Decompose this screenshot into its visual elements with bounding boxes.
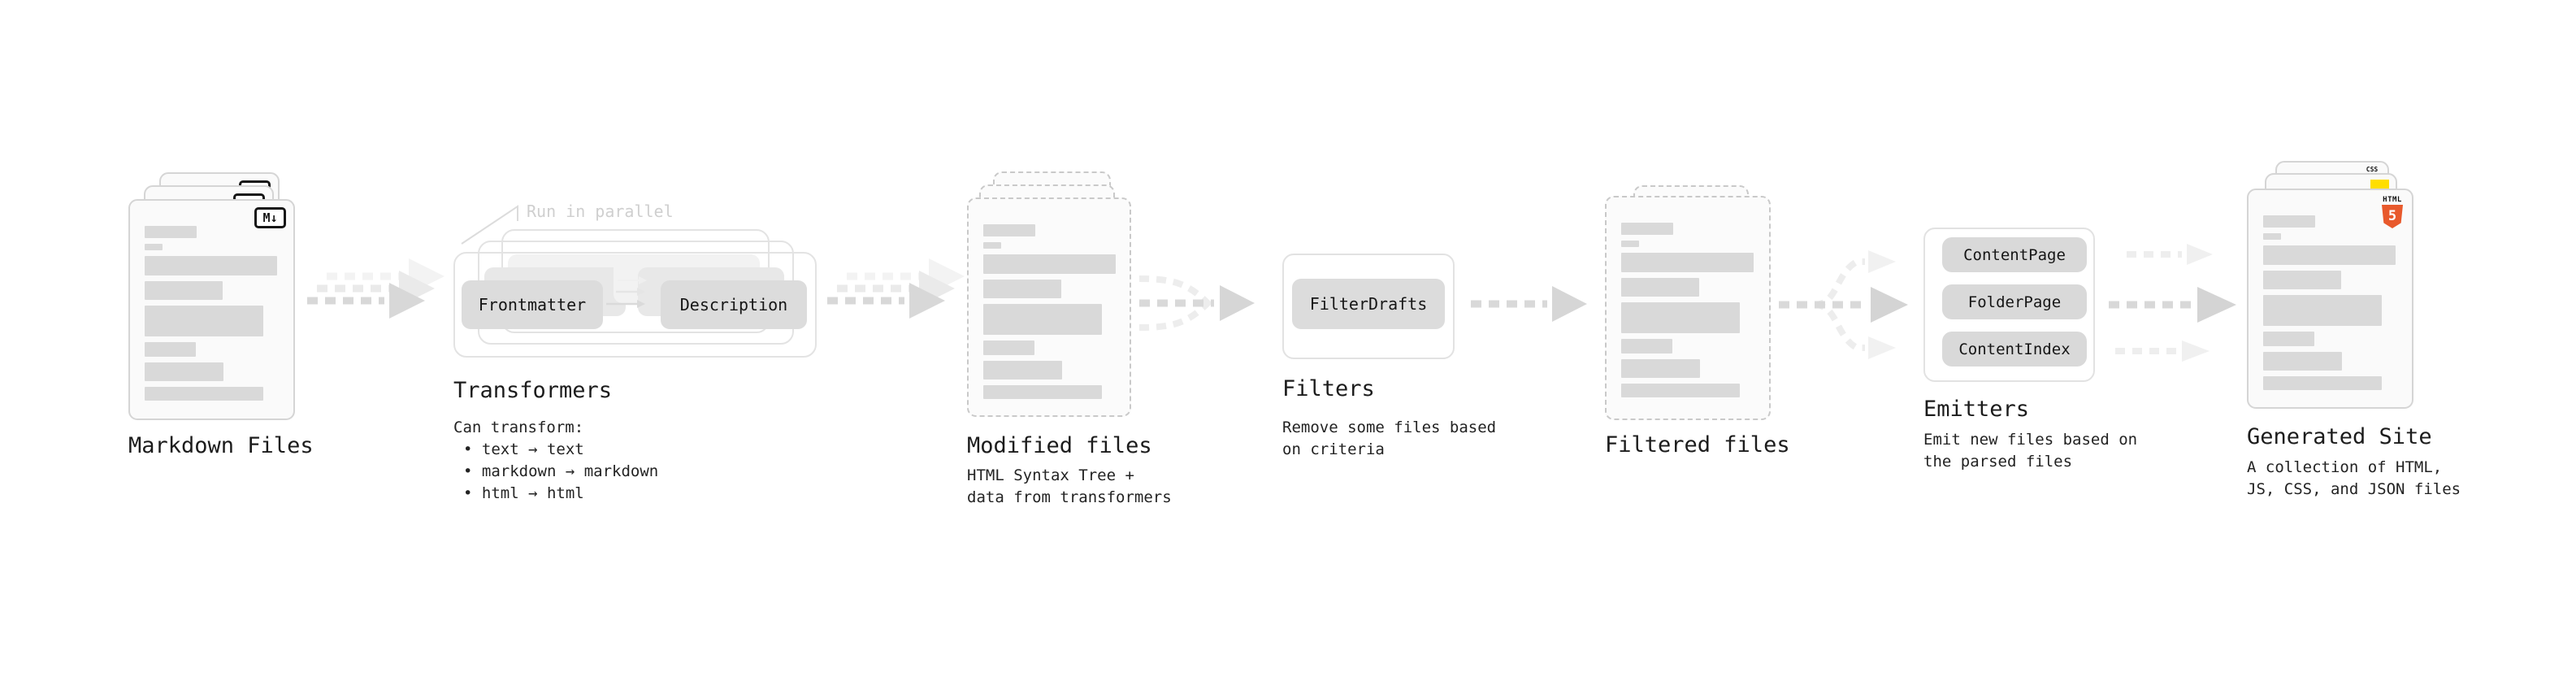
desc-line: the parsed files xyxy=(1923,453,2073,471)
modified-file-card-front xyxy=(967,197,1131,417)
desc-line: on criteria xyxy=(1282,440,1385,458)
filtered-file-card-front xyxy=(1605,196,1771,420)
desc-bullet: html → html xyxy=(463,483,658,505)
stage-label-modified-files: Modified files xyxy=(967,433,1152,458)
filterdrafts-pill: FilterDrafts xyxy=(1292,279,1445,329)
transformers-description: Can transform: text → text markdown → ma… xyxy=(453,417,658,505)
frontmatter-pill: Frontmatter xyxy=(462,280,603,329)
transformer-container-front xyxy=(453,252,817,358)
flow-arrow-filters-to-filtered xyxy=(1471,286,1587,322)
contentpage-pill: ContentPage xyxy=(1942,237,2087,272)
file-text-placeholder xyxy=(1621,223,1754,397)
markdown-icon: M↓ xyxy=(254,207,286,228)
transformer-step-arrows xyxy=(606,276,647,308)
stage-label-filtered-files: Filtered files xyxy=(1605,432,1790,458)
flow-arrow-split-to-emitters xyxy=(1779,250,1908,359)
html5-icon: HTML 5 xyxy=(2381,196,2404,228)
stage-label-transformers: Transformers xyxy=(453,378,613,403)
stage-label-markdown-files: Markdown Files xyxy=(128,433,314,458)
file-text-placeholder xyxy=(2263,215,2396,390)
folderpage-pill: FolderPage xyxy=(1942,284,2087,319)
emitters-description: Emit new files based on the parsed files xyxy=(1923,429,2137,473)
file-text-placeholder xyxy=(145,226,277,401)
file-text-placeholder xyxy=(983,224,1116,399)
stage-label-emitters: Emitters xyxy=(1923,397,2030,422)
desc-line: Can transform: xyxy=(453,419,584,436)
desc-bullet: markdown → markdown xyxy=(463,461,658,483)
modified-description: HTML Syntax Tree + data from transformer… xyxy=(967,465,1172,509)
flow-arrow-transformers-to-modified xyxy=(827,258,965,319)
contentindex-pill: ContentIndex xyxy=(1942,332,2087,367)
description-pill: Description xyxy=(661,280,807,329)
desc-line: Emit new files based on xyxy=(1923,431,2138,449)
desc-bullet: text → text xyxy=(463,439,658,461)
run-in-parallel-note: Run in parallel xyxy=(527,202,674,221)
js-icon xyxy=(2370,180,2389,190)
site-file-card-html: HTML 5 xyxy=(2247,189,2413,409)
desc-line: JS, CSS, and JSON files xyxy=(2247,480,2461,498)
desc-line: A collection of HTML, xyxy=(2247,458,2443,476)
flow-arrows-emitters-to-site xyxy=(2109,244,2236,362)
annotation-leader-line xyxy=(461,205,518,245)
desc-line: Remove some files based xyxy=(1282,419,1497,436)
flow-arrow-markdown-to-transformers xyxy=(307,258,445,319)
css-icon-label: CSS xyxy=(2366,166,2379,173)
flow-arrow-merge-to-filters xyxy=(1138,275,1255,331)
stage-label-generated-site: Generated Site xyxy=(2247,424,2432,449)
filters-description: Remove some files based on criteria xyxy=(1282,417,1496,461)
stage-label-filters: Filters xyxy=(1282,376,1375,401)
generated-description: A collection of HTML, JS, CSS, and JSON … xyxy=(2247,457,2461,501)
desc-line: data from transformers xyxy=(967,488,1172,506)
desc-line: HTML Syntax Tree + xyxy=(967,466,1134,484)
markdown-file-card-front: M↓ xyxy=(128,199,295,420)
html5-icon-label: HTML xyxy=(2383,196,2402,204)
